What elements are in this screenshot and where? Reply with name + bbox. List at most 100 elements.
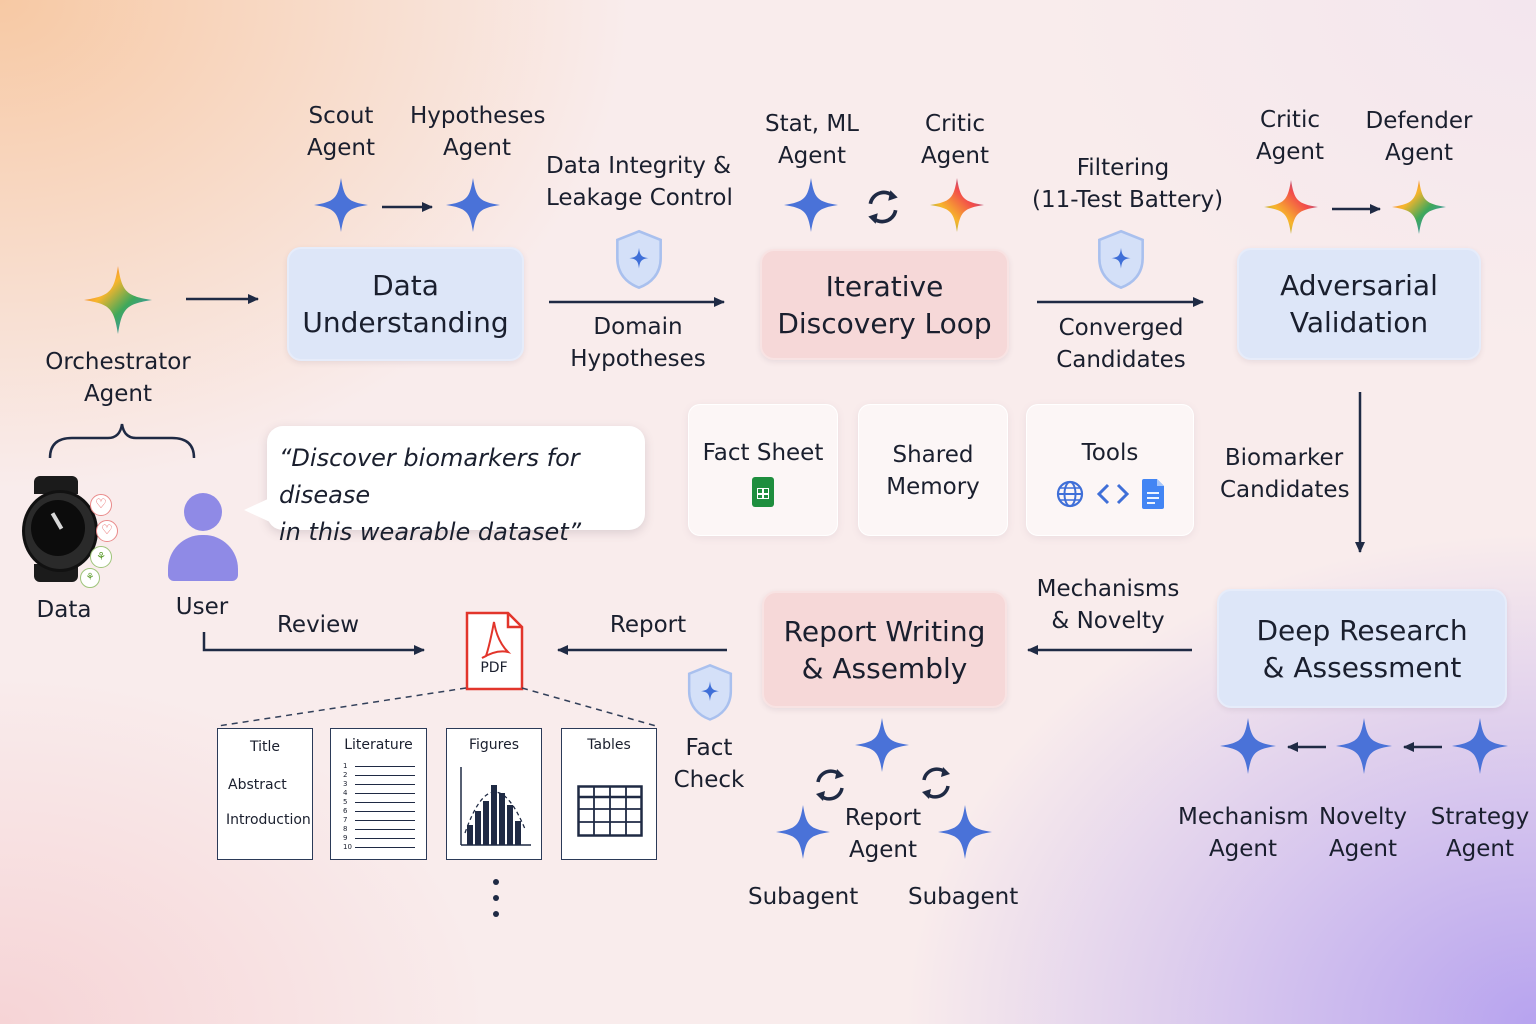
shared-memory-line-2: Memory <box>886 474 980 500</box>
fact-sheet-label: Fact Sheet <box>702 440 824 466</box>
literature-number: 3 <box>343 780 348 788</box>
scout-star-icon <box>314 178 368 232</box>
stat-star-icon <box>784 178 838 232</box>
report-arrow-label: Report <box>609 612 687 638</box>
filtering-shield-icon <box>1098 229 1144 289</box>
ellipsis-dot <box>493 895 499 901</box>
doc-tables-text: Tables <box>587 737 631 753</box>
data-label: Data <box>36 597 92 623</box>
hypotheses-star-icon <box>446 178 500 232</box>
globe-icon <box>1056 480 1084 508</box>
dash-left <box>217 687 467 727</box>
subagent-left-star-icon <box>776 805 830 859</box>
literature-line <box>355 810 415 813</box>
literature-line <box>355 792 415 795</box>
cycle-icon <box>866 188 900 226</box>
literature-list-row: 4 <box>343 789 415 798</box>
literature-line <box>355 846 415 849</box>
critic-star-icon <box>930 178 984 232</box>
integrity-label: Data Integrity &Leakage Control <box>546 153 733 211</box>
literature-list-row: 9 <box>343 834 415 843</box>
literature-list-row: 6 <box>343 807 415 816</box>
cycle-left-icon <box>814 767 846 803</box>
code-icon <box>1096 483 1130 505</box>
literature-number: 8 <box>343 825 348 833</box>
prompt-speech-bubble: “Discover biomarkers for disease in this… <box>267 426 645 546</box>
literature-list-row: 2 <box>343 771 415 780</box>
defender-star-icon <box>1392 180 1446 234</box>
brace <box>48 423 196 459</box>
doc-tables-thumbnail: Tables <box>561 728 657 860</box>
dash-right <box>521 687 657 727</box>
subagent-right-star-icon <box>938 805 992 859</box>
shared-memory-line-1: Shared <box>892 442 974 468</box>
literature-number: 9 <box>343 834 348 842</box>
literature-line <box>355 837 415 840</box>
sheets-icon <box>752 477 774 507</box>
doc-abstract-text: Abstract <box>228 777 287 793</box>
doc-literature-text: Literature <box>344 737 413 753</box>
ellipsis-dot <box>493 879 499 885</box>
doc-figures-text: Figures <box>468 737 520 753</box>
histogram-icon <box>460 767 531 846</box>
docs-icon <box>1142 479 1164 509</box>
literature-number: 5 <box>343 798 348 806</box>
critic2-star-icon <box>1264 180 1318 234</box>
literature-line <box>355 801 415 804</box>
prompt-line-1: “Discover biomarkers for disease <box>279 444 580 509</box>
fact-check-shield-icon <box>687 664 733 721</box>
user-avatar-icon <box>166 493 240 581</box>
pdf-icon <box>465 611 524 691</box>
literature-line <box>355 819 415 822</box>
bubble-tail <box>244 498 270 522</box>
integrity-shield-icon <box>616 229 662 289</box>
literature-number: 6 <box>343 807 348 815</box>
tools-card: Tools <box>1026 404 1194 536</box>
pdf-label: PDF <box>480 660 508 676</box>
deep-research-box: Deep Research& Assessment <box>1217 589 1507 708</box>
strategy-star-icon <box>1452 718 1508 774</box>
ellipsis-dot <box>493 911 499 917</box>
doc-title-thumbnail: Title Abstract Introduction <box>217 728 313 860</box>
literature-number: 2 <box>343 771 348 779</box>
literature-line <box>355 828 415 831</box>
subagent-left-label: Subagent <box>748 884 859 910</box>
report-writing-box: Report Writing& Assembly <box>762 591 1007 708</box>
fact-sheet-card: Fact Sheet <box>688 404 838 536</box>
report-agent-star-icon <box>855 718 909 772</box>
filtering-label: Filtering(11-Test Battery) <box>1032 155 1224 213</box>
literature-line <box>355 765 415 768</box>
literature-number: 7 <box>343 816 348 824</box>
cycle-right-icon <box>920 765 952 801</box>
literature-number: 10 <box>343 843 352 851</box>
literature-list-row: 3 <box>343 780 415 789</box>
shared-memory-card: Shared Memory <box>858 404 1008 536</box>
literature-list-row: 10 <box>343 843 415 852</box>
table-grid-icon <box>577 785 643 837</box>
subagent-right-label: Subagent <box>908 884 1019 910</box>
mechanisms-novelty-label: Mechanisms& Novelty <box>1036 576 1180 634</box>
literature-line <box>355 774 415 777</box>
literature-list-row: 7 <box>343 816 415 825</box>
doc-figures-thumbnail: Figures <box>446 728 542 860</box>
literature-list-row: 1 <box>343 762 415 771</box>
mechanism-star-icon <box>1220 718 1276 774</box>
user-label: User <box>175 594 229 620</box>
doc-title-text: Title <box>249 739 280 755</box>
